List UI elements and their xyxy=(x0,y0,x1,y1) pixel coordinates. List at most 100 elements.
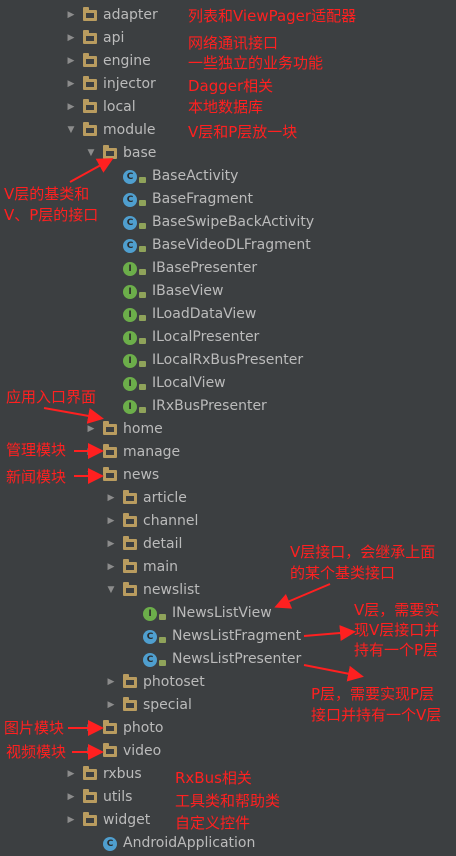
annotation-newslist-frag-2: 现V层接口并 xyxy=(354,621,440,639)
lock-icon xyxy=(139,314,146,321)
chevron-right-icon[interactable]: ▶ xyxy=(87,424,95,434)
tree-item-video[interactable]: ▶video xyxy=(85,740,161,763)
tree-item-manage[interactable]: ▶manage xyxy=(85,441,180,464)
folder-icon xyxy=(83,122,97,136)
lock-icon xyxy=(139,245,146,252)
folder-icon xyxy=(123,582,137,596)
chevron-right-icon[interactable]: ▶ xyxy=(87,723,95,733)
chevron-right-icon[interactable]: ▶ xyxy=(87,746,95,756)
folder-icon xyxy=(83,789,97,803)
interface-icon: I xyxy=(123,399,137,414)
annotation-newslist-iface-2: 的某个基类接口 xyxy=(290,564,396,582)
folder-icon xyxy=(83,766,97,780)
tree-item-module[interactable]: ▼module xyxy=(65,119,155,142)
class-icon: C xyxy=(103,836,117,851)
chevron-right-icon[interactable]: ▶ xyxy=(107,677,115,687)
tree-item-rxbus[interactable]: ▶rxbus xyxy=(65,763,142,786)
tree-item-base[interactable]: ▼base xyxy=(85,142,156,165)
chevron-right-icon[interactable]: ▶ xyxy=(67,10,75,20)
annotation-injector: Dagger相关 xyxy=(188,77,274,95)
tree-item-news[interactable]: ▼news xyxy=(85,464,159,487)
tree-item-photoset[interactable]: ▶photoset xyxy=(105,671,205,694)
tree-item-newslist[interactable]: ▼newslist xyxy=(105,579,200,602)
tree-item-api[interactable]: ▶ api xyxy=(65,27,124,50)
chevron-right-icon[interactable]: ▶ xyxy=(67,792,75,802)
annotation-engine: 一些独立的业务功能 xyxy=(188,54,324,72)
tree-item-label: article xyxy=(143,490,187,506)
tree-item-label: NewsListFragment xyxy=(172,628,302,644)
chevron-right-icon[interactable]: ▶ xyxy=(107,493,115,503)
tree-item-widget[interactable]: ▶ widget xyxy=(65,809,150,832)
chevron-down-icon[interactable]: ▼ xyxy=(67,125,75,135)
lock-icon xyxy=(139,199,146,206)
tree-item-adapter[interactable]: ▶ adapter xyxy=(65,4,158,27)
annotation-base-1: V层的基类和 xyxy=(4,185,90,203)
tree-item-detail[interactable]: ▶detail xyxy=(105,533,182,556)
chevron-right-icon[interactable]: ▶ xyxy=(67,102,75,112)
chevron-right-icon[interactable]: ▶ xyxy=(67,815,75,825)
tree-item-label: special xyxy=(143,697,192,713)
folder-icon xyxy=(123,536,137,550)
folder-icon xyxy=(123,674,137,688)
chevron-right-icon[interactable]: ▶ xyxy=(107,516,115,526)
tree-item-label: IBasePresenter xyxy=(152,260,258,276)
tree-item-label: api xyxy=(103,30,125,46)
folder-icon xyxy=(83,30,97,44)
annotation-module: V层和P层放一块 xyxy=(188,123,298,141)
folder-icon xyxy=(123,559,137,573)
tree-item-utils[interactable]: ▶utils xyxy=(65,786,132,809)
annotation-photo: 图片模块 xyxy=(4,719,65,737)
class-icon: C xyxy=(123,169,137,184)
chevron-down-icon[interactable]: ▼ xyxy=(87,148,95,158)
chevron-right-icon[interactable]: ▶ xyxy=(107,562,115,572)
tree-item-label: widget xyxy=(103,812,151,828)
annotation-news: 新闻模块 xyxy=(6,468,67,486)
annotation-manage: 管理模块 xyxy=(6,441,67,459)
chevron-right-icon[interactable]: ▶ xyxy=(107,539,115,549)
chevron-right-icon[interactable]: ▶ xyxy=(67,56,75,66)
tree-item-engine[interactable]: ▶engine xyxy=(65,50,151,73)
chevron-right-icon[interactable]: ▶ xyxy=(67,79,75,89)
chevron-right-icon[interactable]: ▶ xyxy=(87,447,95,457)
class-icon: C xyxy=(123,192,137,207)
tree-item-IRxBusPresenter[interactable]: I IRxBusPresenter xyxy=(123,395,267,418)
tree-item-special[interactable]: ▶ special xyxy=(105,694,192,717)
annotation-api: 网络通讯接口 xyxy=(188,34,279,52)
tree-item-injector[interactable]: ▶injector xyxy=(65,73,156,96)
chevron-right-icon[interactable]: ▶ xyxy=(67,33,75,43)
annotation-utils: 工具类和帮助类 xyxy=(175,792,281,810)
tree-item-article[interactable]: ▶ article xyxy=(105,487,187,510)
chevron-right-icon[interactable]: ▶ xyxy=(67,769,75,779)
tree-item-photo[interactable]: ▶photo xyxy=(85,717,163,740)
tree-item-label: adapter xyxy=(103,7,158,23)
chevron-down-icon[interactable]: ▼ xyxy=(107,585,115,595)
lock-icon xyxy=(139,360,146,367)
tree-item-main[interactable]: ▶main xyxy=(105,556,178,579)
annotation-newslist-frag-1: V层，需要实 xyxy=(354,601,440,619)
folder-icon xyxy=(123,513,137,527)
tree-item-home[interactable]: ▶home xyxy=(85,418,163,441)
interface-icon: I xyxy=(123,376,137,391)
class-icon: C xyxy=(143,652,157,667)
chevron-down-icon[interactable]: ▼ xyxy=(87,470,95,480)
tree-item-channel[interactable]: ▶channel xyxy=(105,510,198,533)
tree-item-local[interactable]: ▶local xyxy=(65,96,136,119)
lock-icon xyxy=(139,268,146,275)
tree-item-label: IRxBusPresenter xyxy=(152,398,267,414)
chevron-right-icon[interactable]: ▶ xyxy=(107,700,115,710)
